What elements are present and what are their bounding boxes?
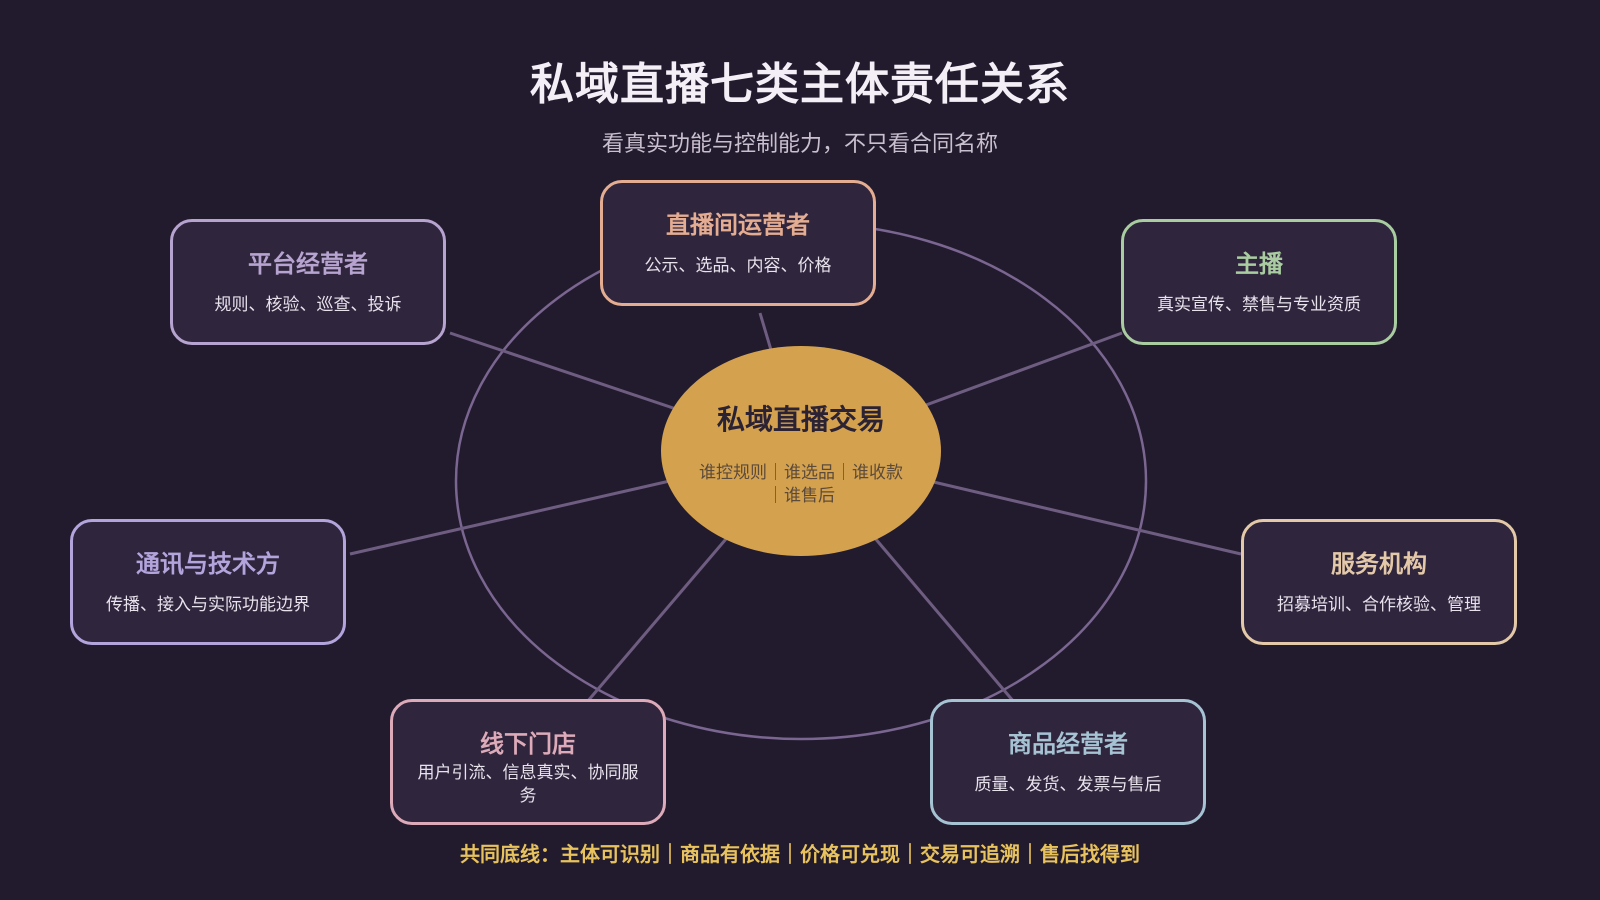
node-title: 商品经营者 <box>1008 730 1128 758</box>
node-title: 通讯与技术方 <box>136 550 280 578</box>
node-tech: 通讯与技术方 传播、接入与实际功能边界 <box>70 519 346 645</box>
node-title: 平台经营者 <box>248 250 368 278</box>
center-desc: 谁控规则｜谁选品｜谁收款｜谁售后 <box>699 463 903 506</box>
node-anchor: 主播 真实宣传、禁售与专业资质 <box>1121 219 1397 345</box>
center-title: 私域直播交易 <box>716 403 885 436</box>
page-subtitle: 看真实功能与控制能力，不只看合同名称 <box>601 132 998 157</box>
node-title: 主播 <box>1235 250 1283 278</box>
node-title: 线下门店 <box>480 730 576 758</box>
node-desc: 传播、接入与实际功能边界 <box>106 595 310 615</box>
node-desc: 质量、发货、发票与售后 <box>974 775 1162 795</box>
node-desc: 招募培训、合作核验、管理 <box>1277 595 1481 615</box>
node-desc: 真实宣传、禁售与专业资质 <box>1157 295 1361 315</box>
node-desc: 用户引流、信息真实、协同服务 <box>417 763 639 806</box>
node-platform: 平台经营者 规则、核验、巡查、投诉 <box>170 219 446 345</box>
center-node: 私域直播交易 谁控规则｜谁选品｜谁收款｜谁售后 <box>661 346 941 556</box>
node-desc: 公示、选品、内容、价格 <box>644 256 832 276</box>
node-title: 服务机构 <box>1331 550 1427 578</box>
node-agency: 服务机构 招募培训、合作核验、管理 <box>1241 519 1517 645</box>
node-title: 直播间运营者 <box>666 211 810 239</box>
node-live-operator: 直播间运营者 公示、选品、内容、价格 <box>600 180 876 306</box>
footer-baseline: 共同底线：主体可识别｜商品有依据｜价格可兑现｜交易可追溯｜售后找得到 <box>460 842 1140 866</box>
page-title: 私域直播七类主体责任关系 <box>530 59 1070 110</box>
node-desc: 规则、核验、巡查、投诉 <box>214 295 402 315</box>
node-store: 线下门店 用户引流、信息真实、协同服务 <box>390 699 666 825</box>
node-merchant: 商品经营者 质量、发货、发票与售后 <box>930 699 1206 825</box>
